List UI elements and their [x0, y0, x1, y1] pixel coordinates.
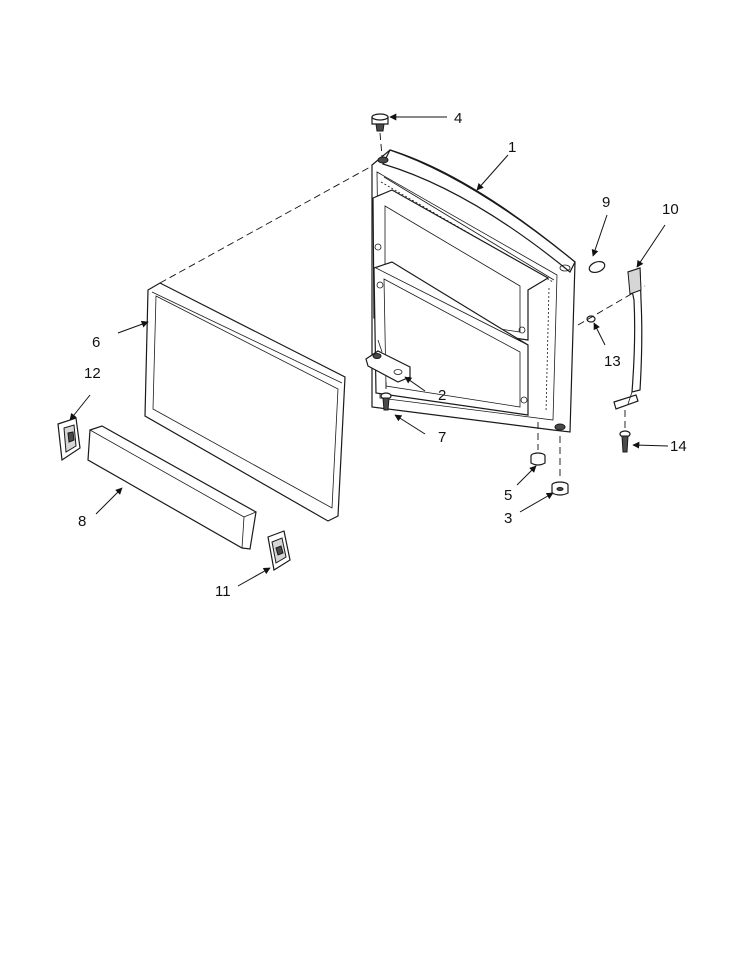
bottom-hinge-part: [365, 339, 411, 383]
callout-11: 11: [215, 583, 231, 600]
left-end-cap-part: [57, 417, 81, 462]
top-hinge-screw-part: [371, 113, 389, 132]
callout-6: 6: [92, 334, 100, 351]
callout-9: 9: [602, 194, 610, 211]
callout-13: 13: [604, 353, 621, 370]
callout-7: 7: [438, 429, 446, 446]
callout-10: 10: [662, 201, 679, 218]
drawer-trim-part: [87, 425, 257, 550]
callout-8: 8: [78, 513, 86, 530]
door-bushing-part: [530, 452, 546, 466]
handle-spacer-part: [586, 315, 596, 323]
door-assembly-part: [371, 149, 576, 433]
callout-1: 1: [508, 139, 516, 156]
callout-12: 12: [84, 365, 101, 382]
handle-screw-part: [619, 430, 631, 453]
callout-2: 2: [438, 387, 446, 404]
callout-3: 3: [504, 510, 512, 527]
callout-5: 5: [504, 487, 512, 504]
door-cam-part: [551, 481, 569, 496]
door-handle-part: [613, 267, 643, 410]
handle-plug-part: [588, 260, 606, 274]
hinge-screw-part: [380, 392, 392, 411]
right-end-cap-part: [267, 530, 291, 571]
callout-4: 4: [454, 110, 462, 127]
callout-14: 14: [670, 438, 687, 455]
